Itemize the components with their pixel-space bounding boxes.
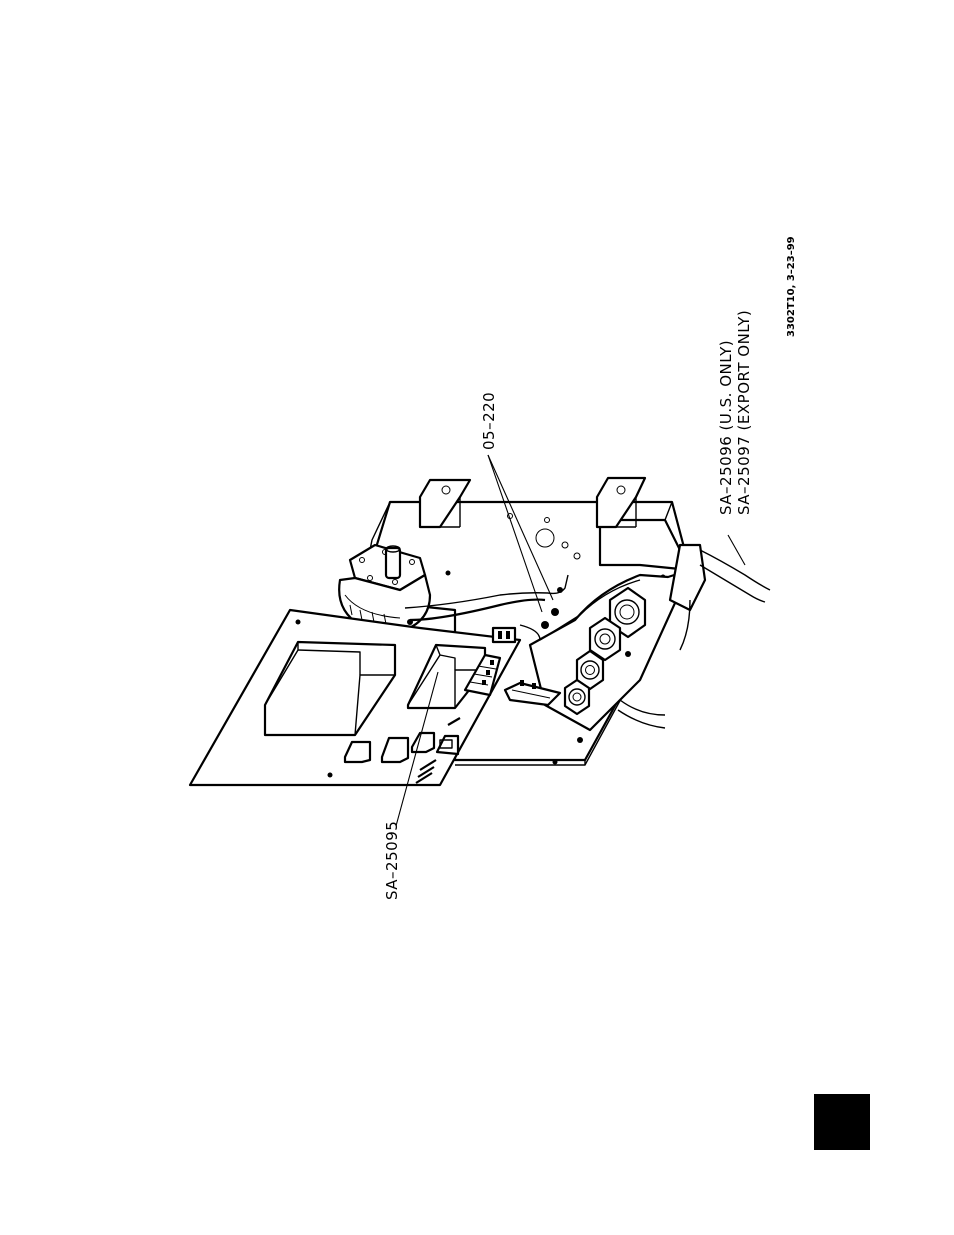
label-05-220: 05–220: [480, 392, 498, 450]
label-sa-25095: SA–25095: [383, 821, 401, 900]
cord-grip-4: [565, 680, 589, 714]
leader-sa-25096: [728, 535, 745, 565]
drawing-id-label: 3302T10, 3–23–99: [786, 236, 797, 337]
label-sa-25097: SA–25097 (EXPORT ONLY): [735, 310, 753, 515]
connector-plug: [493, 628, 515, 642]
page-tab-marker: [814, 1094, 870, 1150]
label-sa-25096: SA–25096 (U.S. ONLY): [717, 340, 735, 515]
rotary-switch-assembly: [339, 545, 430, 630]
